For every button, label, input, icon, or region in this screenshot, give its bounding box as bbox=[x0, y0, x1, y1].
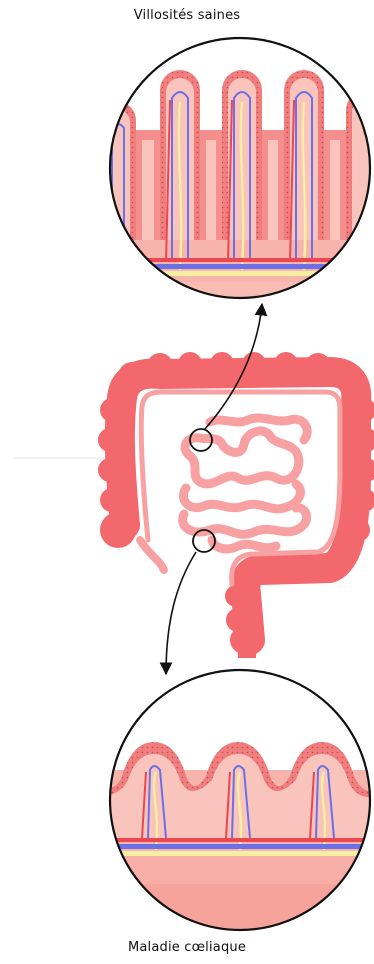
arrow-to-celiac-view bbox=[166, 552, 196, 674]
small-intestine bbox=[183, 418, 307, 549]
vein-band bbox=[100, 264, 374, 269]
lymph-band bbox=[100, 271, 374, 276]
appendix bbox=[140, 540, 164, 570]
celiac-villi-magnified-view bbox=[100, 660, 374, 944]
healthy-villi-magnified-view bbox=[100, 30, 374, 312]
